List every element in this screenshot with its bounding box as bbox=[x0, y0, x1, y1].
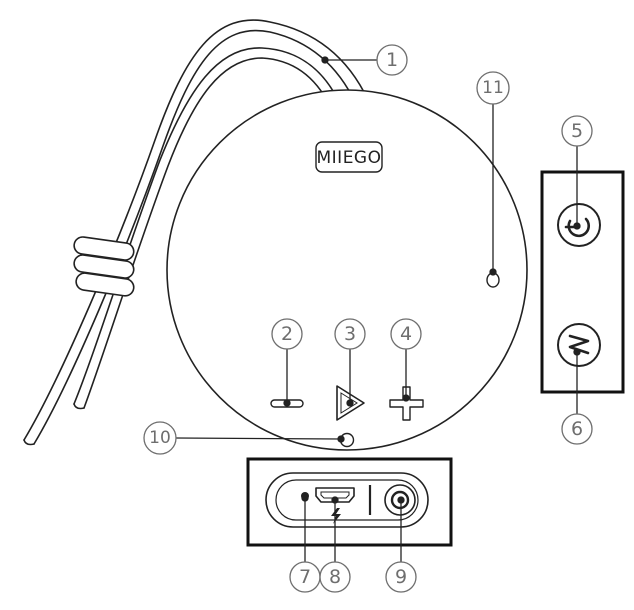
callout-2: 2 bbox=[271, 318, 303, 350]
callout-5-label: 5 bbox=[571, 120, 583, 142]
callout-2-label: 2 bbox=[281, 323, 293, 345]
callout-1: 1 bbox=[376, 44, 408, 76]
volume-up-button[interactable] bbox=[389, 386, 424, 421]
callout-6-label: 6 bbox=[571, 418, 583, 440]
callout-8-label: 8 bbox=[329, 566, 341, 588]
callout-6: 6 bbox=[561, 413, 593, 445]
brand-logo-text: MIIEGO bbox=[317, 148, 382, 168]
callout-4-label: 4 bbox=[400, 323, 412, 345]
callout-11: 11 bbox=[476, 71, 510, 105]
callout-10: 10 bbox=[143, 421, 177, 455]
callouts: 1 2 3 4 5 6 7 8 bbox=[143, 44, 593, 593]
strap-knot bbox=[73, 236, 135, 297]
lightning-icon bbox=[331, 508, 341, 524]
plus-icon bbox=[389, 386, 424, 421]
callout-8: 8 bbox=[319, 561, 351, 593]
callout-1-label: 1 bbox=[386, 49, 398, 71]
callout-3-label: 3 bbox=[344, 323, 356, 345]
side-buttons-frame bbox=[540, 170, 625, 394]
callout-4: 4 bbox=[390, 318, 422, 350]
micro-usb-port-icon[interactable] bbox=[315, 487, 355, 503]
callout-9-label: 9 bbox=[395, 566, 407, 588]
strap bbox=[23, 19, 369, 446]
callout-5: 5 bbox=[561, 115, 593, 147]
port-panel-frame bbox=[246, 457, 453, 547]
callout-9: 9 bbox=[385, 561, 417, 593]
callout-7-label: 7 bbox=[299, 566, 311, 588]
speaker-body bbox=[166, 89, 528, 451]
callout-11-label: 11 bbox=[482, 78, 504, 98]
callout-10-label: 10 bbox=[149, 428, 171, 448]
mode-button[interactable] bbox=[557, 323, 601, 367]
callout-3: 3 bbox=[334, 318, 366, 350]
callout-7: 7 bbox=[289, 561, 321, 593]
leader-lines bbox=[175, 56, 581, 562]
brand-logo: MIIEGO bbox=[315, 141, 383, 173]
